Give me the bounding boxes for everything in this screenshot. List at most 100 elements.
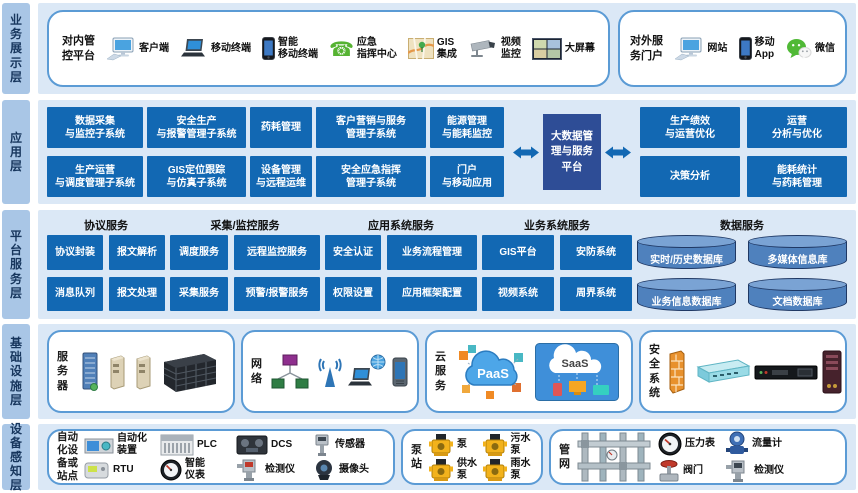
layer-label-application: 应 用 层 xyxy=(2,100,30,204)
layer-label-device: 设 备 感 知 层 xyxy=(2,422,30,492)
big-screen-item: 大屏幕 xyxy=(531,37,595,60)
rain-pump-item: 雨水泵 xyxy=(482,458,534,482)
group-grid: 调度服务 远程监控服务 采集服务 预警/报警服务 xyxy=(170,235,320,311)
laptop-icon xyxy=(181,38,205,56)
smart-terminal-label: 智能 移动终端 xyxy=(278,36,318,60)
internal-platform-title: 对内管 控平台 xyxy=(62,34,95,62)
app-cell: 运营 分析与优化 xyxy=(747,107,847,148)
website-label: 网站 xyxy=(707,42,728,54)
layer-infrastructure: 基 础 设 施 层 服 务 器 网 络 xyxy=(2,324,856,419)
paas-cloud-icon: PaaS xyxy=(458,344,523,399)
business-system-group: 业务系统服务 GIS平台 安防系统 视频系统 周界系统 xyxy=(482,215,632,311)
automation-grid: 自动化 装置 PLC DCS 传感器 xyxy=(84,433,385,482)
smart-meter-label: 智能 仪表 xyxy=(185,457,205,481)
automation-box: 自动 化设 备或 站点 自动化 装置 PLC DCS xyxy=(47,429,395,485)
saas-cloud-icon: SaaS xyxy=(535,342,620,401)
pipes-icon xyxy=(577,432,651,482)
db-label: 实时/历史数据库 xyxy=(650,254,723,266)
switch-icon xyxy=(696,358,751,383)
group-title: 协议服务 xyxy=(84,220,128,232)
gis-item: GIS 集成 xyxy=(407,37,457,61)
pump-grid: 泵 污水泵 供水泵 雨水泵 xyxy=(428,433,533,482)
sensor-label: 传感器 xyxy=(335,438,365,450)
pump-station-title: 泵 站 xyxy=(411,443,422,470)
automation-device-icon xyxy=(84,438,114,453)
group-title: 业务系统服务 xyxy=(524,220,590,232)
network-title: 网 络 xyxy=(251,358,262,385)
pipe-detector-item: 检测仪 xyxy=(725,459,784,483)
layer-platform: 平 台 服 务 层 协议服务 协议封装 报文解析 消息队列 报文处理 采集/监控… xyxy=(2,210,856,319)
internal-platform-box: 对内管 控平台 客户端 移动终端 智能 移动终端 ☎ 应急 指挥中心 xyxy=(47,10,610,87)
bigdata-platform-group: 大数据管 理与服务 平台 xyxy=(509,114,635,190)
sewage-pump-label: 污水泵 xyxy=(510,432,531,456)
db-label: 业务信息数据库 xyxy=(651,297,722,308)
security-box: 安 全 系 统 xyxy=(639,330,847,413)
collection-service-group: 采集/监控服务 调度服务 远程监控服务 采集服务 预警/报警服务 xyxy=(170,215,320,311)
group-grid: 协议封装 报文解析 消息队列 报文处理 xyxy=(47,235,165,311)
pressure-gauge-item: 压力表 xyxy=(658,432,715,456)
plc-item: PLC xyxy=(160,434,233,456)
pipe-network-box: 管 网 压力表 阀门 流量计 xyxy=(549,429,847,485)
service-cell: 预警/报警服务 xyxy=(234,276,320,311)
security-icons xyxy=(666,349,842,395)
infrastructure-panel: 服 务 器 网 络 云 服 务 xyxy=(38,324,856,419)
pump-icon xyxy=(482,433,507,456)
supply-pump-label: 供水泵 xyxy=(457,457,477,481)
rtu-icon xyxy=(84,462,109,478)
database-cylinder: 实时/历史数据库 xyxy=(637,235,736,269)
app-cell: 生产运营 与调度管理子系统 xyxy=(47,156,143,197)
database-cylinder: 业务信息数据库 xyxy=(637,277,736,311)
emergency-center-item: ☎ 应急 指挥中心 xyxy=(329,37,397,61)
dcs-icon xyxy=(236,435,268,454)
device-panel: 自动 化设 备或 站点 自动化 装置 PLC DCS xyxy=(38,424,856,490)
mobile-app-label: 移动 App xyxy=(754,36,775,60)
group-title: 应用系统服务 xyxy=(368,220,434,232)
network-icons xyxy=(268,353,409,391)
sensor-item: 传感器 xyxy=(312,433,385,457)
servers-title: 服 务 器 xyxy=(57,351,68,392)
double-arrow-icon xyxy=(513,146,539,158)
smartphone-icon xyxy=(738,37,752,60)
external-portal-title: 对外服 务门户 xyxy=(630,34,663,62)
plc-icon xyxy=(160,434,194,455)
group-grid: 安全认证 业务流程管理 权限设置 应用框架配置 xyxy=(325,235,477,311)
laptop-globe-icon xyxy=(348,354,386,385)
service-cell: 周界系统 xyxy=(560,276,632,311)
service-cell: 协议封装 xyxy=(47,235,103,270)
mobile-terminal-label: 移动终端 xyxy=(211,42,251,54)
service-cell: 权限设置 xyxy=(325,276,381,311)
service-cell: 调度服务 xyxy=(170,235,228,270)
map-icon xyxy=(407,38,434,59)
application-grid: 数据采集 与监控子系统 安全生产 与报警管理子系统 药耗管理 客户营销与服务 管… xyxy=(47,107,504,197)
pump-icon xyxy=(429,458,453,481)
pump-label: 泵 xyxy=(457,438,467,450)
servers-box: 服 务 器 xyxy=(47,330,235,413)
db-label: 文档数据库 xyxy=(772,297,823,308)
bigdata-platform-box: 大数据管 理与服务 平台 xyxy=(543,114,601,190)
wechat-label: 微信 xyxy=(814,42,835,54)
servers-icons xyxy=(74,352,225,392)
tower-server-icon xyxy=(822,350,842,393)
wechat-item: 微信 xyxy=(786,38,835,60)
layer-label-display: 业 务 展 示 层 xyxy=(2,3,30,94)
app-cell: 设备管理 与远程运维 xyxy=(250,156,312,197)
website-item: 网站 xyxy=(674,37,727,61)
network-box: 网 络 xyxy=(241,330,419,413)
saas-label: SaaS xyxy=(562,358,589,370)
pump-icon xyxy=(482,458,507,481)
rain-pump-label: 雨水泵 xyxy=(510,457,531,481)
app-cell: 能源管理 与能耗监控 xyxy=(430,107,504,148)
database-cylinder: 多媒体信息库 xyxy=(748,235,847,269)
data-service-group: 数据服务 实时/历史数据库 多媒体信息库 业务信息数据库 文档数据库 xyxy=(637,215,847,311)
network-topology-icon xyxy=(271,354,309,388)
plc-label: PLC xyxy=(197,438,217,450)
rack-server-icon xyxy=(754,365,818,379)
pump-item: 泵 xyxy=(428,433,480,457)
camera-icon xyxy=(316,459,332,480)
service-cell: GIS平台 xyxy=(482,235,554,270)
pump-icon xyxy=(429,433,453,456)
pipe-network-title: 管 网 xyxy=(559,443,570,470)
automation-title: 自动 化设 备或 站点 xyxy=(57,430,78,483)
server-beige-icon xyxy=(136,354,151,390)
